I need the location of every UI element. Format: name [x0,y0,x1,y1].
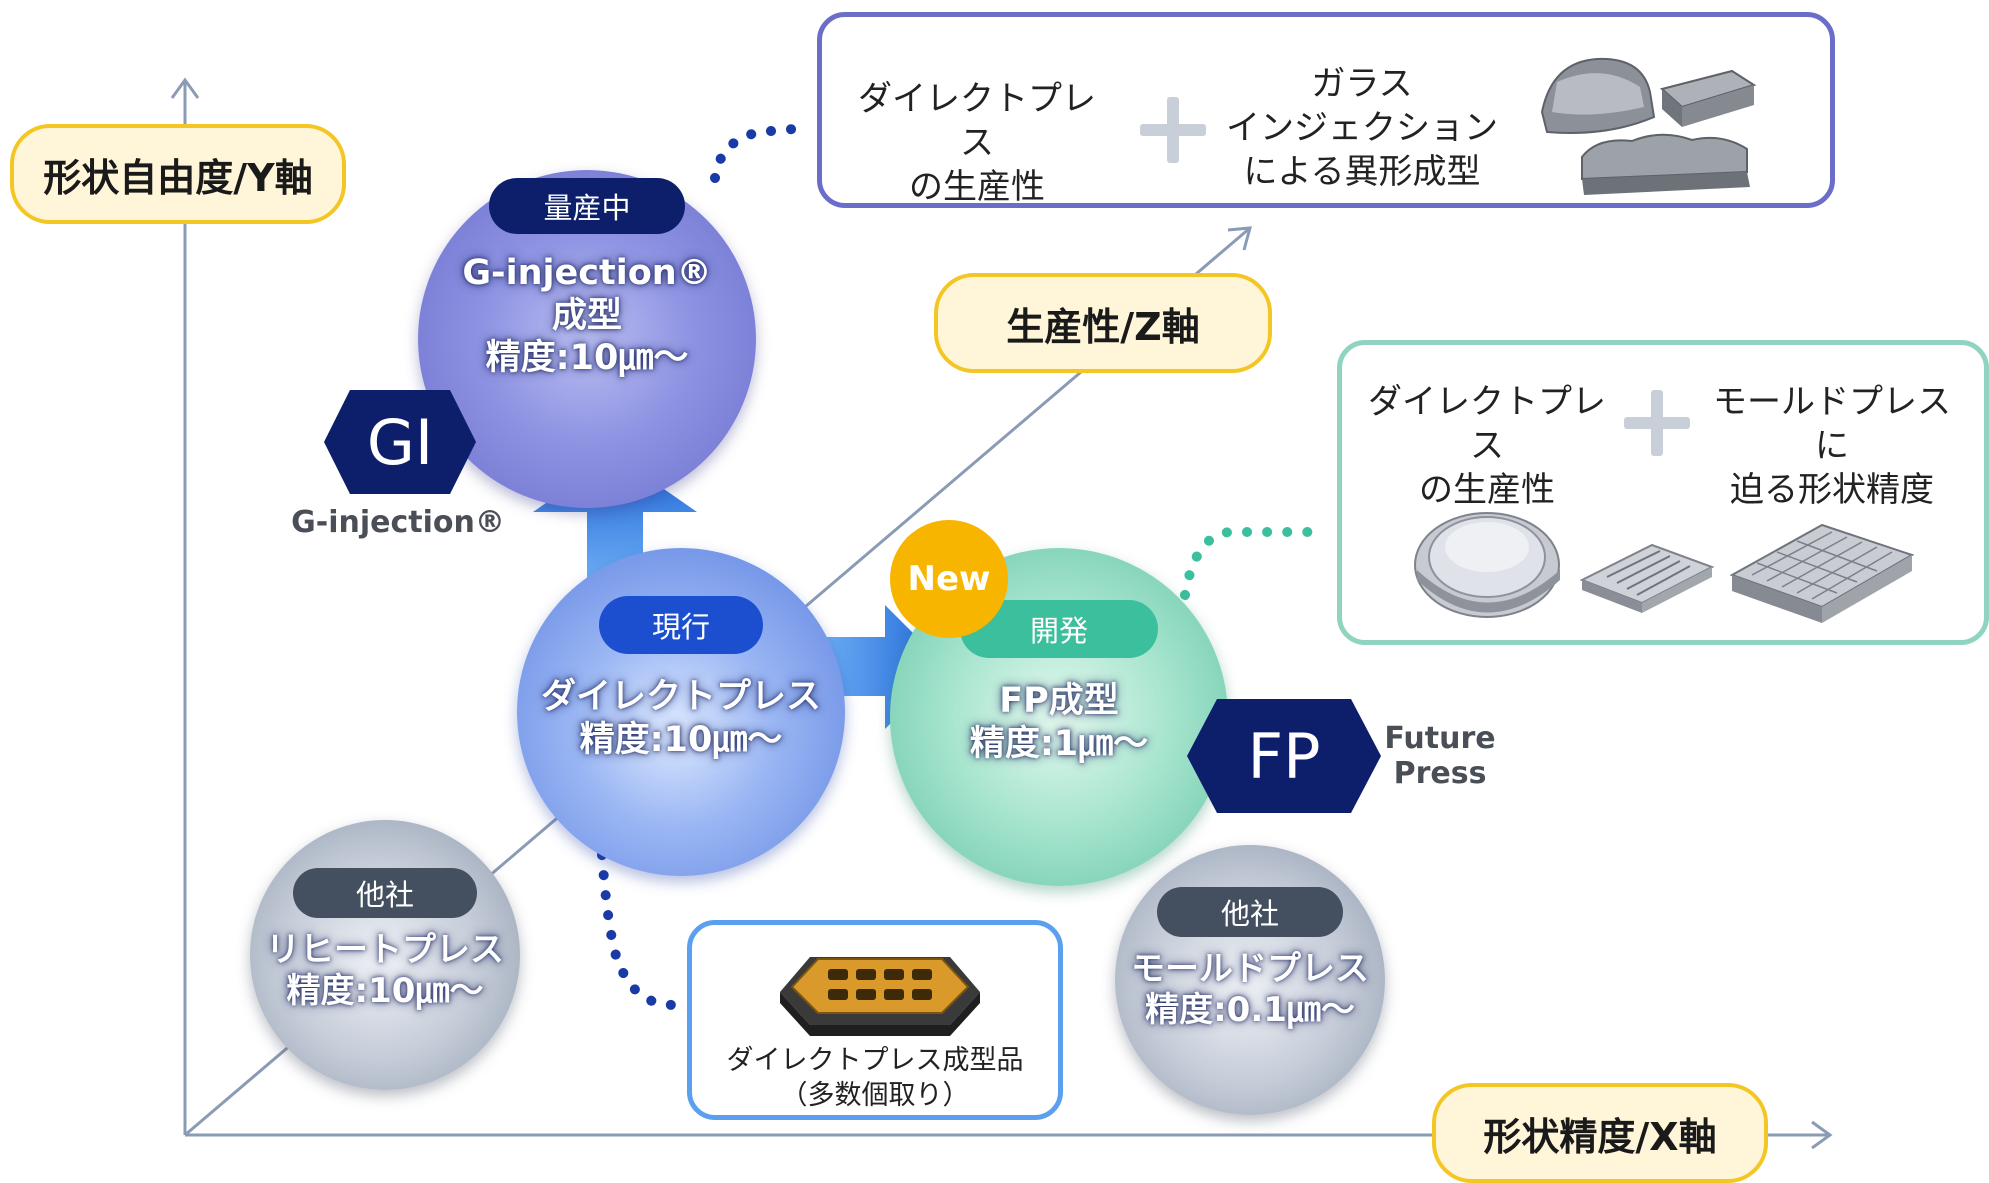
direct-title: ダイレクトプレス 精度:10㎛〜 [540,677,821,760]
plus-icon [1624,390,1690,456]
gi-title: G-injection® 成型 精度:10㎛〜 [462,253,712,379]
reheat-status-badge: 他社 [293,868,477,918]
fp-hexagon-badge [1187,699,1381,813]
fp-caption: Future Press [1384,721,1496,791]
fp-box-left-text: ダイレクトプレス の生産性 [1368,382,1606,511]
direct-press-circle: 現行 ダイレクトプレス 精度:10㎛〜 [517,548,845,876]
reheat-title: リヒートプレス 精度:10㎛〜 [266,930,504,1012]
direct-status-badge: 現行 [599,596,763,654]
z-axis-arrowhead [1227,226,1253,251]
direct-press-product-image [780,957,980,1036]
y-axis-label: 形状自由度/Y軸 [10,124,346,224]
product-sample-box: ダイレクトプレス成型品 （多数個取り） [687,920,1063,1120]
gi-feature-box: ダイレクトプレス の生産性 ガラス インジェクション による異形成型 [817,12,1835,208]
gi-box-left-text: ダイレクトプレス の生産性 [858,79,1096,208]
precision-parts-image [1414,512,1915,623]
gi-box-right-text: ガラス インジェクション による異形成型 [1226,64,1498,193]
gi-connector-dots [710,123,810,183]
reheat-press-circle: 他社 リヒートプレス 精度:10㎛〜 [250,820,520,1090]
gi-circle: 量産中 G-injection® 成型 精度:10㎛〜 [418,170,756,508]
product-connector-dots [597,850,680,1010]
x-axis-label: 形状精度/X軸 [1432,1083,1768,1183]
mold-status-badge: 他社 [1157,887,1343,937]
gi-caption: G-injection® [291,505,505,540]
fp-box-right-text: モールドプレスに 迫る形状精度 [1713,382,1951,511]
x-axis-arrowhead [1811,1120,1833,1150]
glass-parts-image [1540,57,1757,195]
y-axis-arrowhead [170,77,200,99]
mold-press-circle: 他社 モールドプレス 精度:0.1㎛〜 [1115,845,1385,1115]
gi-status-badge: 量産中 [489,178,685,234]
mold-title: モールドプレス 精度:0.1㎛〜 [1131,949,1369,1031]
z-axis-label: 生産性/Z軸 [934,273,1272,373]
fp-hexagon-label: FP [1247,719,1321,793]
gi-hexagon-label: GI [366,405,434,479]
plus-icon [1140,97,1206,163]
fp-title: FP成型 精度:1㎛〜 [969,681,1149,764]
gi-hexagon-badge [324,390,476,494]
new-badge: New [890,520,1008,638]
product-caption: ダイレクトプレス成型品 （多数個取り） [726,1045,1024,1112]
fp-feature-box: ダイレクトプレス の生産性 モールドプレスに 迫る形状精度 [1337,340,1989,645]
fp-connector-dots [1180,527,1330,600]
